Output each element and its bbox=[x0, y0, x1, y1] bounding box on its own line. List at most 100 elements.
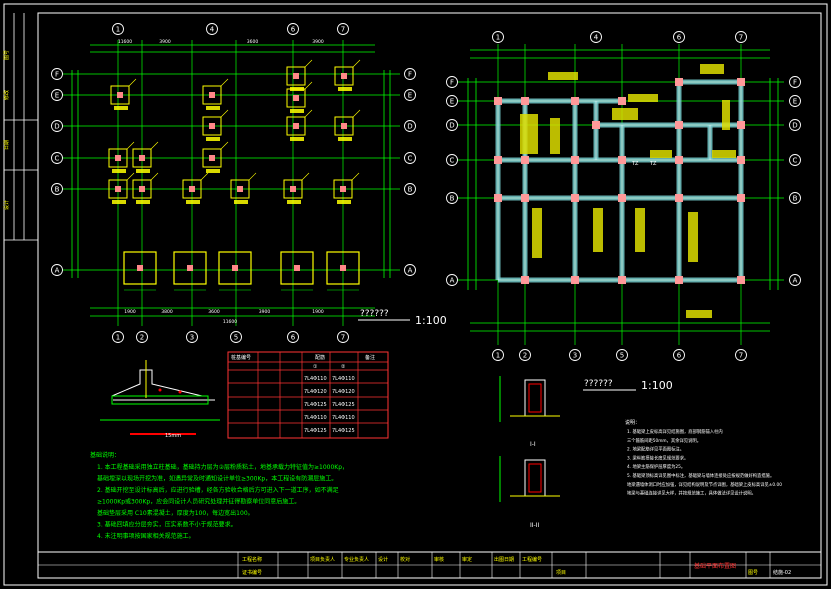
footing-outline bbox=[230, 179, 250, 199]
axis-right-circle bbox=[404, 183, 416, 195]
note-line: 地梁与基础连接详见大样，并按规范施工，具体做法详见设计说明。 bbox=[627, 490, 756, 497]
footing-tag bbox=[206, 169, 220, 173]
column-mark bbox=[237, 186, 243, 192]
beam-annotation bbox=[700, 64, 724, 74]
column-mark bbox=[341, 73, 347, 79]
column-mark bbox=[521, 276, 529, 284]
title-block-cell: 项目 bbox=[556, 570, 566, 576]
column-mark bbox=[571, 276, 579, 284]
column-mark bbox=[117, 92, 123, 98]
footing-tag bbox=[287, 200, 301, 204]
title-block-cell: 工程编号 bbox=[522, 556, 542, 563]
axis-top-label: 1 bbox=[496, 34, 500, 42]
notes-title: 基础说明： bbox=[90, 451, 120, 459]
axis-bottom-circle bbox=[673, 349, 685, 361]
footing-outline bbox=[286, 116, 306, 136]
table-subheader: ① bbox=[313, 364, 318, 370]
axis-bottom-circle bbox=[287, 331, 299, 343]
axis-bottom-label: 6 bbox=[291, 334, 296, 342]
axis-bottom-label: 7 bbox=[739, 352, 743, 360]
dimension-text: 1900 bbox=[124, 309, 136, 315]
leader-line bbox=[128, 78, 137, 87]
column-mark bbox=[571, 194, 579, 202]
footing-outline bbox=[334, 116, 354, 136]
column-mark bbox=[571, 156, 579, 164]
left-revision-strip bbox=[4, 13, 38, 241]
title-block-cell: 项目负责人 bbox=[310, 556, 335, 563]
plan-scale-left: 1:100 bbox=[415, 314, 447, 327]
footing-outline bbox=[334, 66, 354, 86]
column-mark bbox=[189, 186, 195, 192]
axis-left-circle bbox=[446, 154, 458, 166]
axis-right-circle bbox=[404, 120, 416, 132]
table-cell: 7L4Φ110 bbox=[304, 376, 327, 382]
footing-outline bbox=[286, 66, 306, 86]
column-mark bbox=[294, 265, 300, 271]
column-mark bbox=[592, 121, 600, 129]
footing-tag bbox=[114, 106, 128, 110]
footing-outline bbox=[202, 148, 222, 168]
strip-label: 设计 bbox=[3, 200, 10, 210]
axis-right-circle bbox=[789, 274, 801, 286]
footing-tag bbox=[337, 200, 351, 204]
axis-bottom-label: 6 bbox=[677, 352, 682, 360]
beam-annotation bbox=[722, 100, 730, 130]
axis-left-label: A bbox=[450, 277, 455, 285]
table-cell: 7L4Φ125 bbox=[332, 428, 355, 434]
axis-bottom-circle bbox=[186, 331, 198, 343]
axis-left-circle bbox=[51, 183, 63, 195]
note-line: 基础垫层采用 C10素混凝土，厚度为100，每边宽出100。 bbox=[97, 509, 254, 517]
title-block-cell: 工程名称 bbox=[242, 556, 262, 563]
table-cell: 7L4Φ125 bbox=[332, 402, 355, 408]
axis-left-label: B bbox=[55, 186, 60, 194]
axis-top-label: 6 bbox=[291, 26, 296, 34]
leader-line bbox=[248, 172, 257, 181]
detail-scale-label: 15mm bbox=[165, 433, 181, 439]
axis-right-label: E bbox=[793, 98, 797, 106]
column-mark bbox=[618, 276, 626, 284]
title-block-cell: 出图日期 bbox=[494, 556, 514, 563]
axis-bottom-label: 3 bbox=[190, 334, 194, 342]
footing-section-detail bbox=[100, 360, 220, 435]
axis-right-circle bbox=[789, 119, 801, 131]
axis-top-circle bbox=[287, 23, 299, 35]
axis-bottom-circle bbox=[519, 349, 531, 361]
column-mark bbox=[737, 276, 745, 284]
footing-outline bbox=[333, 179, 353, 199]
column-mark bbox=[340, 265, 346, 271]
note-line: 3. 基础回填应分层夯实，压实系数不小于规范要求。 bbox=[97, 521, 237, 529]
footing-outline bbox=[108, 148, 128, 168]
column-mark bbox=[675, 194, 683, 202]
column-mark bbox=[139, 186, 145, 192]
title-block-cell: 证书编号 bbox=[242, 569, 262, 576]
title-block: 工程名称项目负责人专业负责人设计校对审核审定出图日期工程编号项目图号证书编号基础… bbox=[37, 551, 822, 579]
column-mark bbox=[209, 123, 215, 129]
axis-right-label: B bbox=[793, 195, 798, 203]
table-cell: 7L4Φ120 bbox=[304, 389, 327, 395]
large-footing bbox=[173, 251, 207, 285]
note-line: 4. 地梁主筋保护层厚度为25。 bbox=[627, 463, 685, 470]
strip-label: 日期 bbox=[4, 140, 10, 150]
table-cell: 7L4Φ110 bbox=[332, 376, 355, 382]
axis-bottom-label: 3 bbox=[573, 352, 577, 360]
column-mark bbox=[737, 121, 745, 129]
column-mark bbox=[290, 186, 296, 192]
axis-right-circle bbox=[404, 152, 416, 164]
plan-title-right: ?????? bbox=[584, 379, 613, 389]
large-footing bbox=[123, 251, 157, 285]
axis-bottom-label: 5 bbox=[234, 334, 238, 342]
axis-top-circle bbox=[112, 23, 124, 35]
column-mark bbox=[618, 156, 626, 164]
footing-outline bbox=[110, 85, 130, 105]
axis-bottom-circle bbox=[735, 349, 747, 361]
dimension-text: 3600 bbox=[208, 309, 220, 315]
large-footing bbox=[326, 251, 360, 285]
beam-annotation bbox=[532, 208, 542, 258]
footing-outline bbox=[286, 88, 306, 108]
axis-top-circle bbox=[673, 31, 685, 43]
axis-right-label: A bbox=[408, 267, 413, 275]
footing-tag bbox=[290, 109, 304, 113]
column-mark bbox=[494, 156, 502, 164]
